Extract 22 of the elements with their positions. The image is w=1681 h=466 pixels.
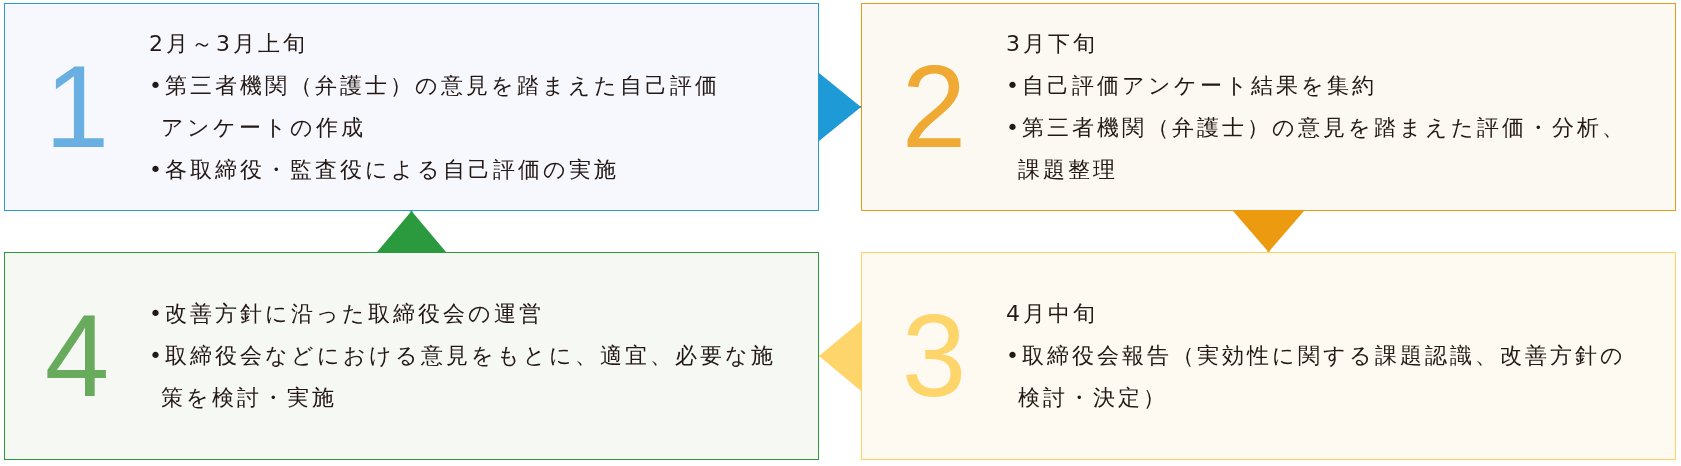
step-box <box>861 252 1676 460</box>
step-number: 1 <box>44 49 110 165</box>
step-box <box>4 3 819 211</box>
arrow <box>377 210 446 253</box>
step-description: •第三者機関（弁護士）の意見を踏まえた評価・分析、課題整理 <box>1006 114 1628 184</box>
step-description: •改善方針に沿った取締役会の運営 <box>149 300 545 328</box>
step-description: •第三者機関（弁護士）の意見を踏まえた自己評価アンケートの作成 <box>149 72 721 142</box>
arrow <box>1233 210 1304 253</box>
step-description: •取締役会報告（実効性に関する課題認識、改善方針の検討・決定） <box>1006 342 1627 412</box>
step-description: 2月～3月上旬 <box>149 30 309 58</box>
arrow <box>818 321 862 391</box>
step-description: 4月中旬 <box>1006 300 1099 328</box>
step-description: •各取締役・監査役による自己評価の実施 <box>149 156 620 184</box>
step-box <box>4 252 819 460</box>
arrow <box>818 73 862 141</box>
step-number: 2 <box>901 49 967 165</box>
step-description: •取締役会などにおける意見をもとに、適宜、必要な施策を検討・実施 <box>149 342 777 412</box>
step-description: 3月下旬 <box>1006 30 1099 58</box>
step-box <box>861 3 1676 211</box>
step-number: 3 <box>901 298 967 414</box>
step-number: 4 <box>44 298 110 414</box>
step-description: •自己評価アンケート結果を集約 <box>1006 72 1378 100</box>
